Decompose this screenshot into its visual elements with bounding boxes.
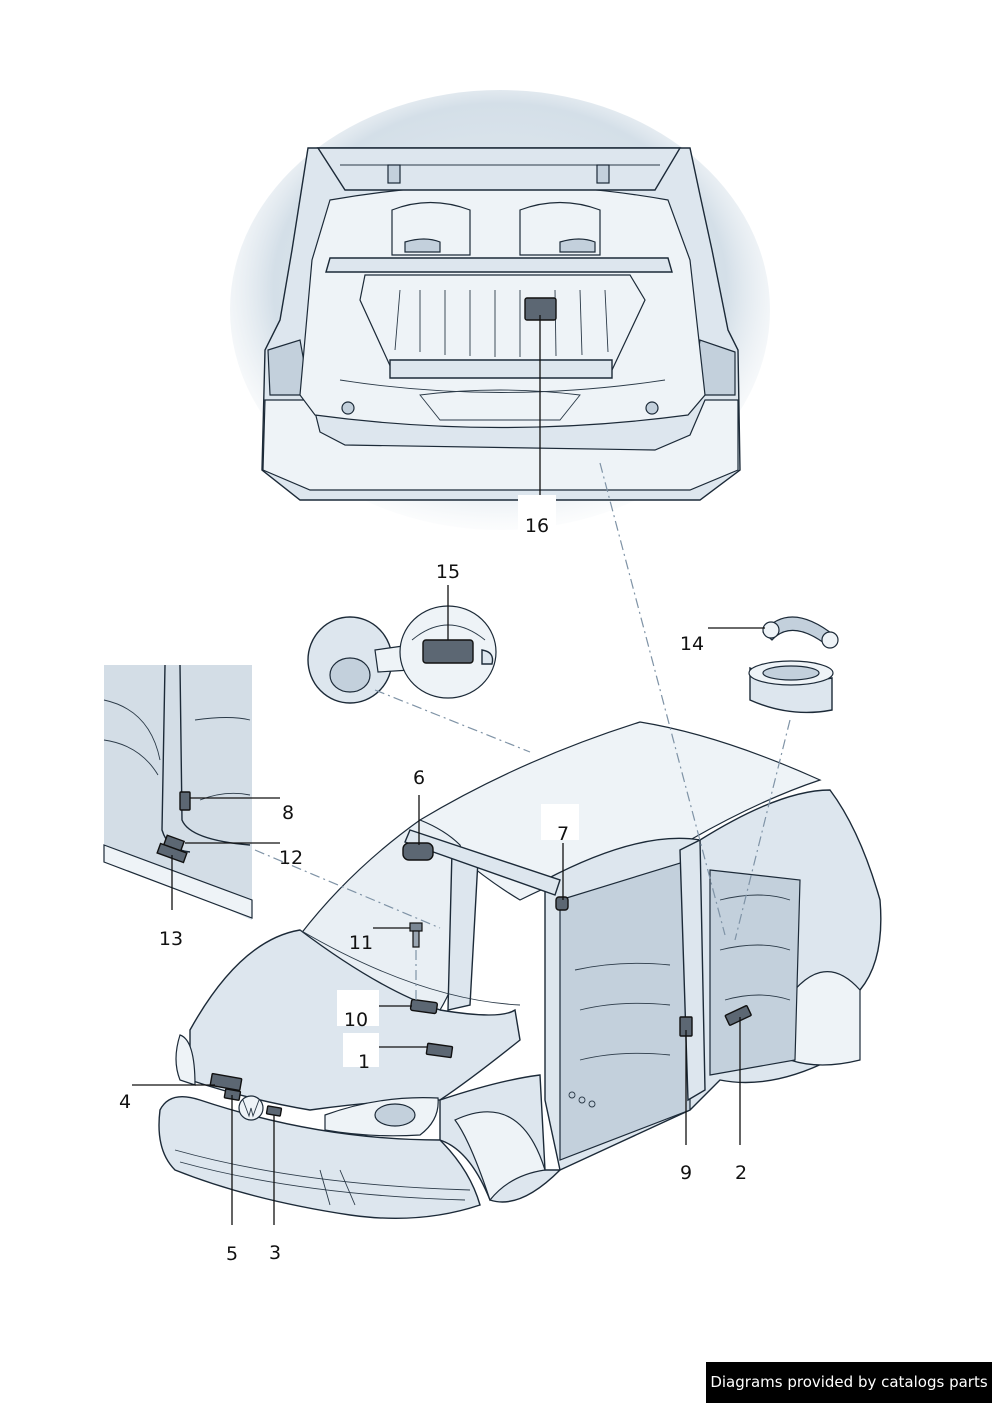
callout-4: 4 bbox=[119, 1091, 131, 1113]
callout-14: 14 bbox=[680, 633, 704, 655]
callout-2: 2 bbox=[735, 1162, 747, 1184]
guide-lines bbox=[254, 462, 791, 1000]
callout-16: 16 bbox=[525, 515, 549, 537]
tape-roll-illustration bbox=[748, 616, 839, 714]
callout-9: 9 bbox=[680, 1162, 692, 1184]
callout-13: 13 bbox=[159, 928, 183, 950]
callout-15: 15 bbox=[436, 561, 460, 583]
callouts: 16 15 14 6 7 8 12 13 11 10 1 4 9 2 5 3 bbox=[119, 495, 747, 1265]
callout-5: 5 bbox=[226, 1243, 238, 1265]
callout-10: 10 bbox=[344, 1009, 368, 1031]
credit-banner: Diagrams provided by catalogs parts bbox=[706, 1362, 992, 1403]
callout-6: 6 bbox=[413, 767, 425, 789]
door-sill-inset bbox=[103, 664, 253, 920]
callout-1: 1 bbox=[358, 1051, 370, 1073]
callout-8: 8 bbox=[282, 802, 294, 824]
callout-11: 11 bbox=[349, 932, 373, 954]
callout-7: 7 bbox=[557, 823, 569, 845]
rear-view-illustration bbox=[230, 90, 770, 530]
callout-12: 12 bbox=[279, 847, 303, 869]
leader-lines bbox=[132, 315, 765, 1225]
car-body-illustration bbox=[158, 721, 882, 1220]
callout-3: 3 bbox=[269, 1242, 281, 1264]
fuel-flap-illustration bbox=[307, 605, 497, 704]
